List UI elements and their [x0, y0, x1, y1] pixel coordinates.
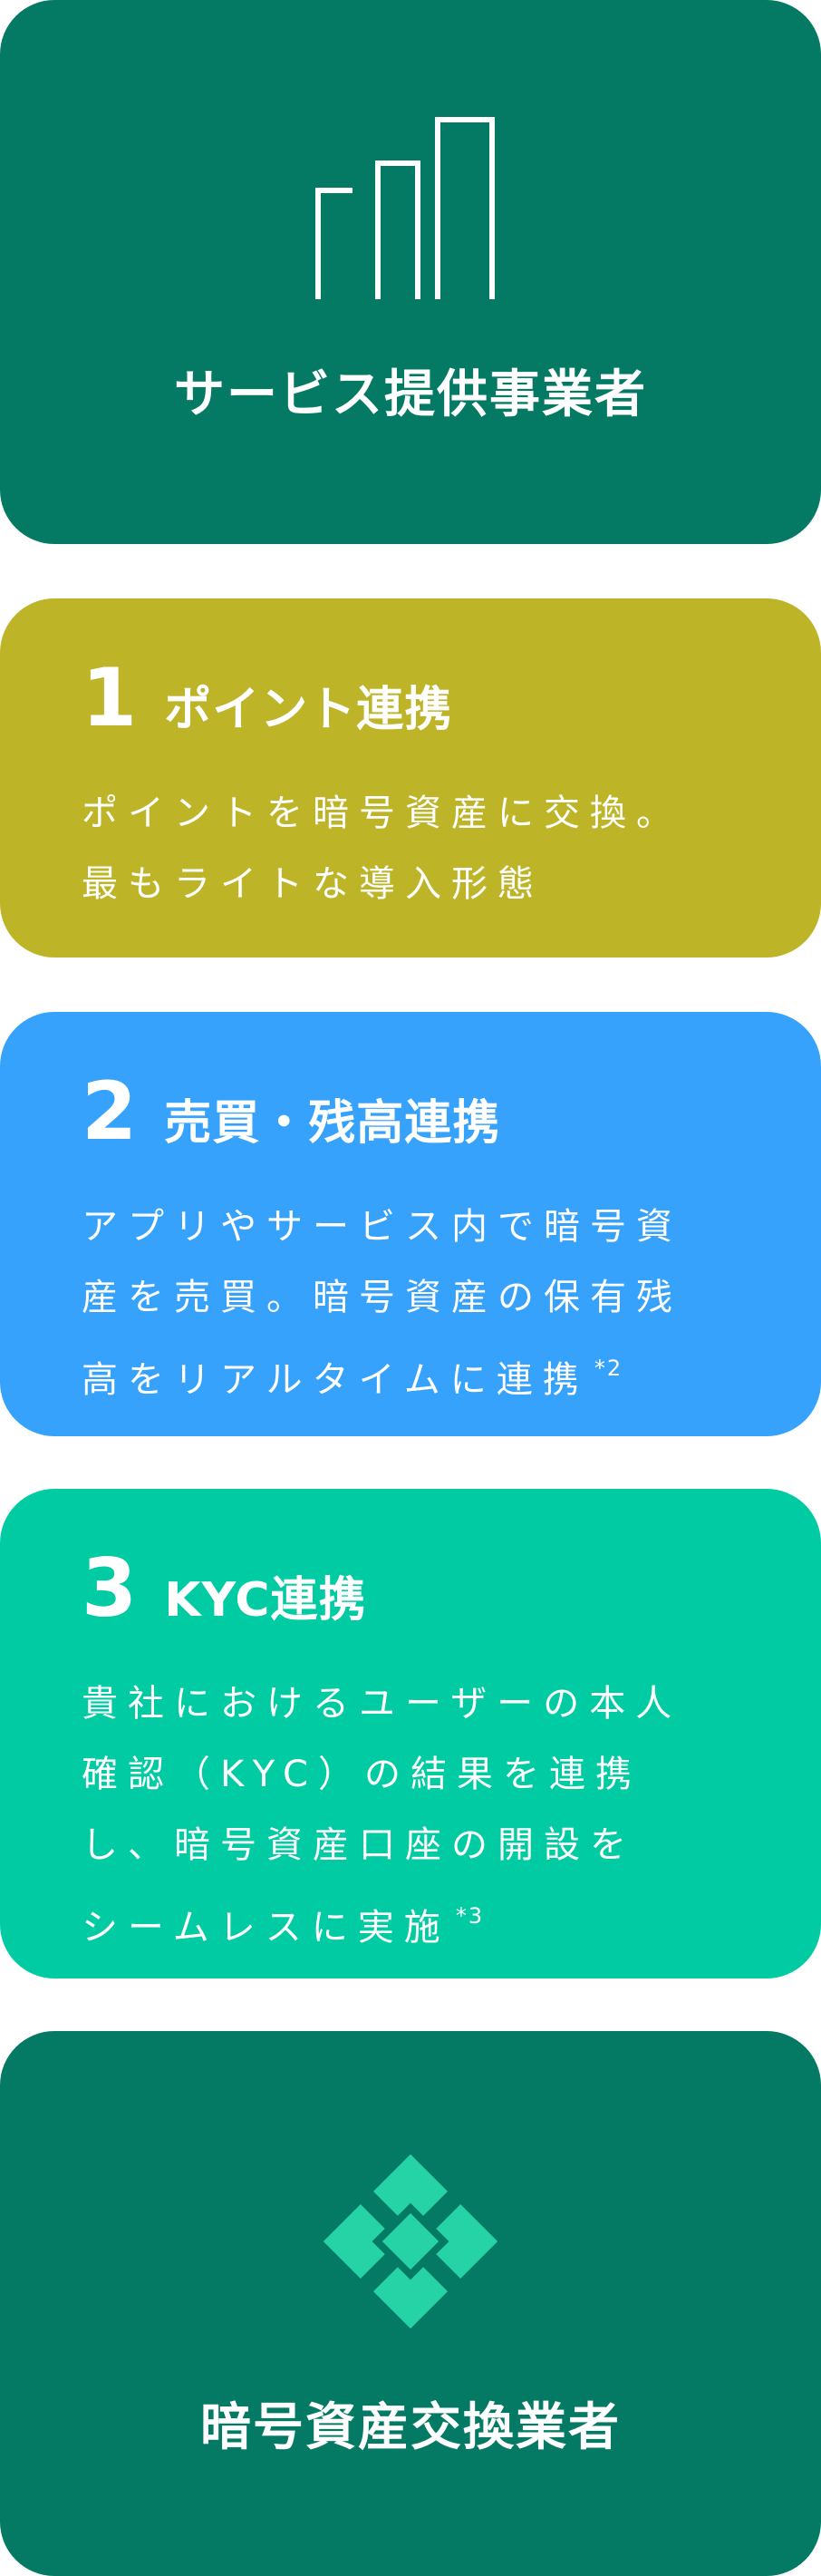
feature-title: KYC連携 [164, 1573, 367, 1628]
exchange-card: 暗号資産交換業者 [0, 2031, 821, 2576]
feature-card-trading: 2 売買・残高連携 アプリやサービス内で暗号資 産を売買。暗号資産の保有残 高を… [0, 1012, 821, 1436]
feature-number: 2 [82, 1064, 138, 1158]
feature-description: 貴社におけるユーザーの本人 確認（KYC）の結果を連携 し、暗号資産口座の開設を… [82, 1683, 682, 1949]
feature-number: 1 [82, 651, 138, 744]
footnote-marker: *3 [455, 1903, 485, 1929]
feature-title: ポイント連携 [164, 683, 453, 737]
buildings-icon [0, 109, 821, 308]
feature-description: ポイントを暗号資産に交換。 最もライトな導入形態 [82, 792, 682, 905]
feature-card-kyc: 3 KYC連携 貴社におけるユーザーの本人 確認（KYC）の結果を連携 し、暗号… [0, 1489, 821, 1978]
feature-heading: 2 売買・残高連携 [82, 1066, 739, 1157]
feature-number: 3 [82, 1541, 138, 1635]
diamond-logo-icon [0, 2146, 821, 2337]
feature-description: アプリやサービス内で暗号資 産を売買。暗号資産の保有残 高をリアルタイムに連携*… [82, 1206, 682, 1401]
service-provider-card: サービス提供事業者 [0, 0, 821, 544]
feature-title: 売買・残高連携 [164, 1096, 501, 1151]
exchange-title: 暗号資産交換業者 [200, 2398, 621, 2457]
feature-heading: 1 ポイント連携 [82, 653, 739, 744]
provider-title: サービス提供事業者 [174, 365, 647, 424]
feature-card-point: 1 ポイント連携 ポイントを暗号資産に交換。 最もライトな導入形態 [0, 598, 821, 957]
feature-heading: 3 KYC連携 [82, 1543, 739, 1634]
footnote-marker: *2 [594, 1356, 623, 1381]
